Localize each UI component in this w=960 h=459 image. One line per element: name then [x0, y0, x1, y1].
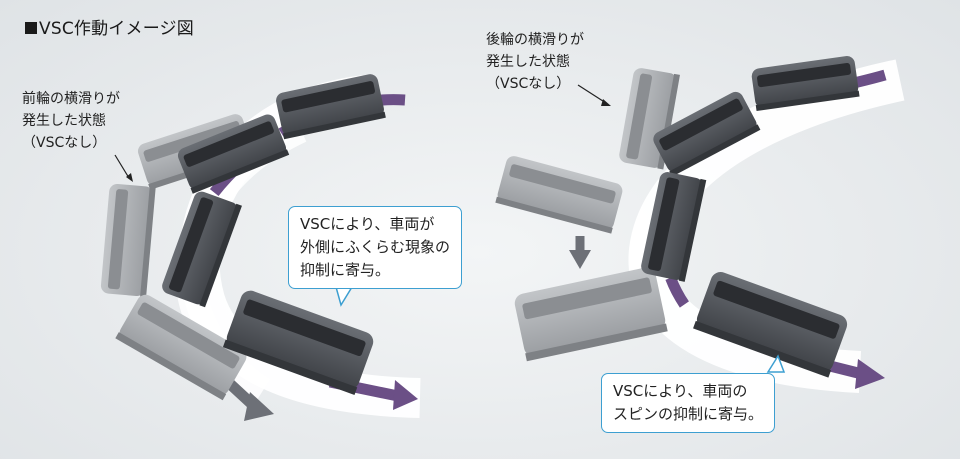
- bus-ghost: [495, 156, 623, 234]
- bus-ghost: [115, 294, 247, 401]
- diagram-title: VSC作動イメージ図: [25, 14, 194, 39]
- left-callout-line: VSCにより、車両が: [300, 215, 435, 233]
- left-callout-line: 抑制に寄与。: [300, 261, 391, 279]
- left-note-line: 発生した状態: [22, 113, 106, 129]
- bus: [276, 74, 386, 140]
- bus: [653, 91, 761, 177]
- right-callout-line: VSCにより、車両の: [613, 382, 748, 400]
- right-note-line: （VSCなし）: [486, 76, 571, 92]
- left-note-pointer: [114, 154, 130, 179]
- left-note: 前輪の横滑りが 発生した状態 （VSCなし）: [22, 88, 120, 154]
- left-callout: VSCにより、車両が 外側にふくらむ現象の 抑制に寄与。: [288, 206, 463, 289]
- title-bullet: [25, 22, 37, 34]
- bus: [222, 290, 374, 395]
- bus: [177, 114, 290, 194]
- right-callout-line: スピンの抑制に寄与。: [613, 405, 764, 423]
- left-callout-line: 外側にふくらむ現象の: [300, 238, 451, 256]
- left-note-line: 前輪の横滑りが: [22, 91, 120, 107]
- right-callout: VSCにより、車両の スピンの抑制に寄与。: [601, 373, 776, 433]
- left-note-line: （VSCなし）: [22, 135, 107, 151]
- left-callout-tail: [335, 286, 354, 307]
- right-no-vsc-arrow: [569, 236, 591, 269]
- right-note-pointer: [577, 84, 607, 104]
- bus: [693, 272, 848, 378]
- right-note-line: 発生した状態: [486, 54, 570, 70]
- bus: [751, 55, 860, 112]
- left-buses: [100, 74, 386, 401]
- bus: [641, 172, 707, 282]
- bus-ghost: [100, 183, 156, 297]
- right-note: 後輪の横滑りが 発生した状態 （VSCなし）: [486, 29, 584, 95]
- right-callout-tail: [766, 354, 786, 373]
- bus: [162, 191, 242, 308]
- bus-ghost: [514, 267, 668, 362]
- right-buses: [495, 55, 860, 378]
- title-text: VSC作動イメージ図: [39, 19, 194, 39]
- right-note-line: 後輪の横滑りが: [486, 32, 584, 48]
